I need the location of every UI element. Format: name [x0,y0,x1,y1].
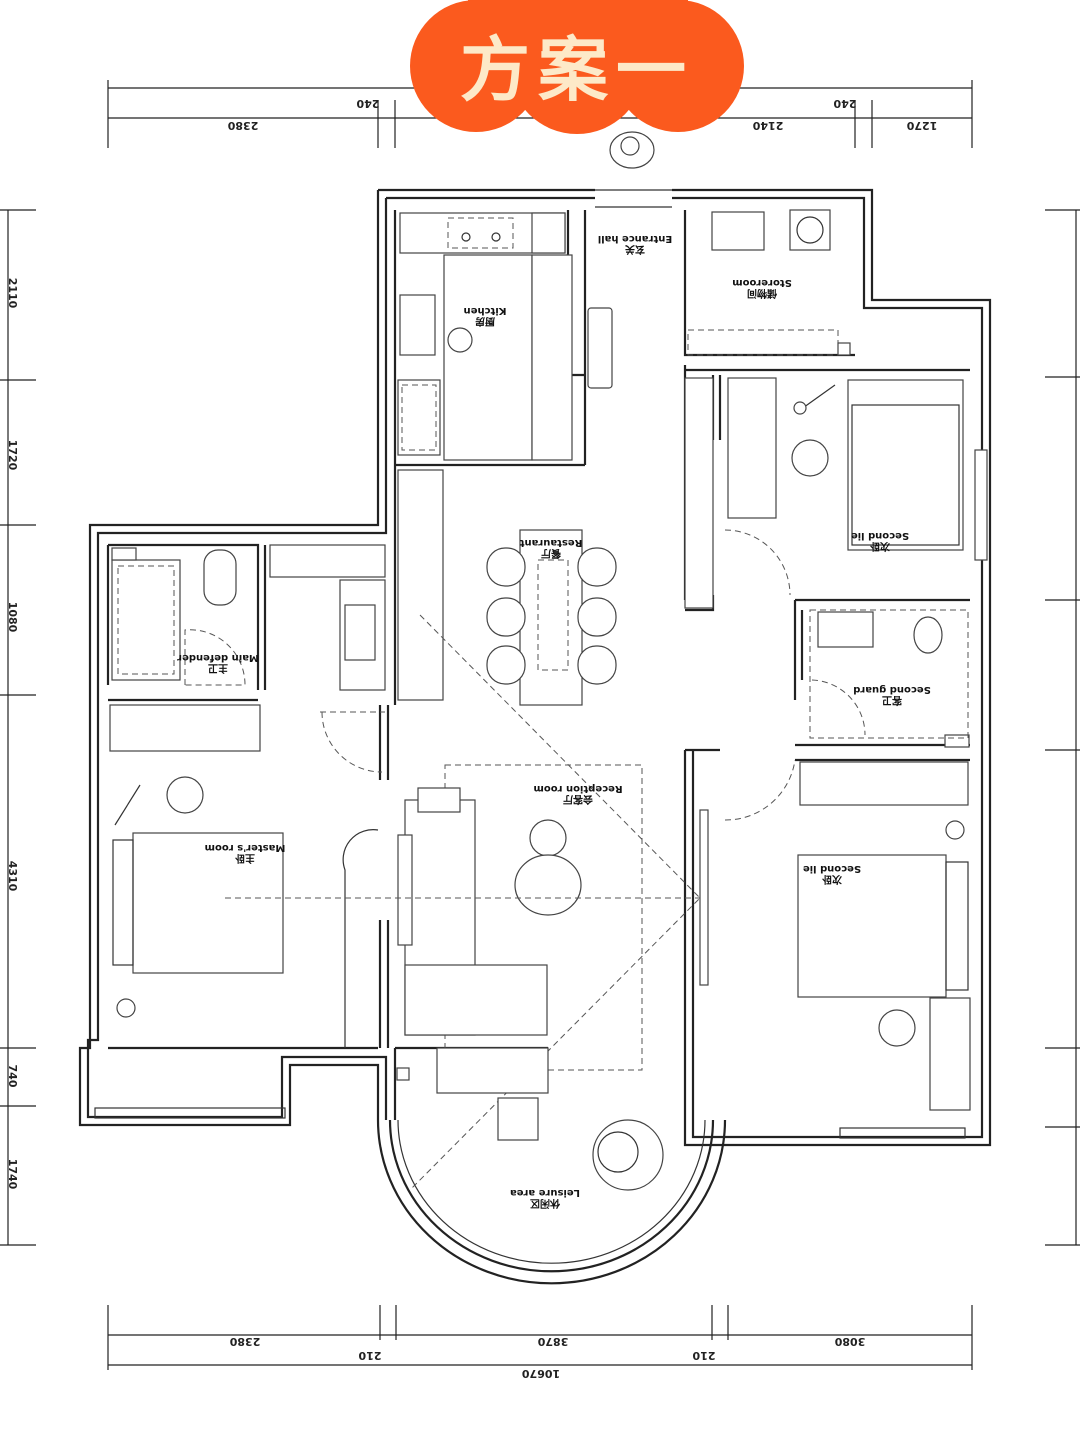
label-kitchen-cn: 厨房 [475,315,495,328]
dim-top-4: 240 [833,97,856,110]
dim-bottom-3: 3870 [537,1335,568,1348]
label-leisure-cn: 休闲区 [530,1197,561,1210]
label-master-cn: 主卧 [235,852,255,865]
dim-bottom-total: 10670 [522,1367,561,1380]
label-storeroom-cn: 储物间 [747,287,778,300]
dim-bottom-2: 210 [358,1349,381,1362]
label-second-bedroom-bottom-cn: 次卧 [822,873,842,886]
dim-left-2: 1720 [6,440,19,471]
dining-table [486,529,617,706]
dim-top-2: 240 [356,97,379,110]
dim-left-1: 2110 [6,278,19,309]
title-badge: 方案一 [460,28,694,111]
dim-bottom-4: 210 [692,1349,715,1362]
second-bedroom-top-furniture [684,377,988,609]
label-entrance-cn: 玄关 [625,243,645,256]
label-entrance-en: Entrance hall [598,233,672,244]
leisure-furniture [94,1047,664,1191]
dim-bottom-5: 3080 [834,1335,865,1348]
label-reception-en: Reception room [533,783,622,794]
right-dimensions [1045,209,1080,1246]
dim-top-3: 2140 [752,119,783,132]
second-bedroom-bottom-furniture [724,759,971,1139]
label-storeroom-en: Storeroom [732,277,792,288]
dim-left-3: 1080 [6,602,19,633]
label-guest-bath-cn: 客卫 [882,694,903,707]
entrance-person-icon [609,131,655,169]
dim-left-5: 740 [6,1065,19,1088]
label-leisure-en: Leisure area [510,1187,580,1198]
label-second-bedroom-top-cn: 次卧 [870,540,890,553]
label-master-en: Master's room [205,842,286,853]
title-badge-shape [410,0,744,134]
label-second-bedroom-top-en: Second lie [851,530,909,541]
label-restaurant-en: Restaurant [519,537,582,548]
label-guest-bath-en: Second guard [853,684,931,695]
label-restaurant-cn: 餐厅 [541,547,562,560]
dim-top-1: 2380 [227,119,258,132]
dim-left-4: 4310 [6,861,19,892]
label-main-bath-en: Main defender [177,652,259,663]
label-main-bath-cn: 主卫 [208,662,228,675]
label-second-bedroom-bottom-en: Second lie [803,863,861,874]
dim-left-6: 1740 [6,1159,19,1190]
dim-bottom-1: 2380 [229,1335,260,1348]
storeroom-fixtures [687,209,851,356]
left-dimensions: 2110 1720 1080 4310 740 1740 [0,209,36,1246]
dim-top-5: 1270 [906,119,937,132]
room-labels: 玄关 Entrance hall 储物间 Storeroom 厨房 Kitche… [177,233,931,1210]
label-reception-cn: 会客厅 [563,793,593,806]
kitchen-fixtures [397,212,613,701]
bottom-dimensions: 2380 210 3870 210 3080 10670 [107,1305,973,1380]
main-bath-fixtures [109,544,386,773]
outer-walls [78,188,992,1285]
label-kitchen-en: Kitchen [464,305,507,316]
top-dimensions: 2380 240 2140 240 1270 [107,80,973,148]
guest-bath-fixtures [809,609,970,748]
reception-furniture [225,614,709,1191]
master-bedroom-furniture [112,776,379,1048]
